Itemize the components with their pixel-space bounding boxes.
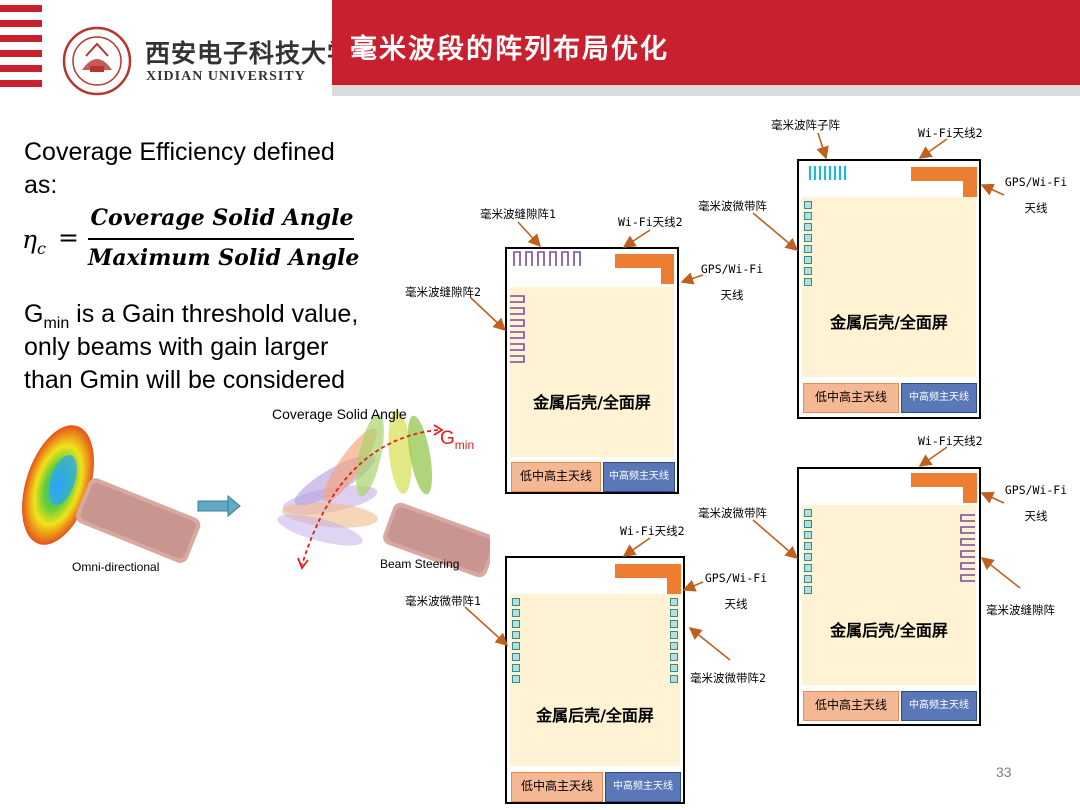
phone-d-body: 金属后壳/全面屏 [802, 505, 976, 685]
phone-a-wifi-bar [615, 254, 673, 268]
phone-b-microstrip-array [804, 201, 813, 289]
phone-c-low-antenna: 低中高主天线 [511, 772, 603, 802]
phone-d-low-antenna: 低中高主天线 [803, 691, 899, 721]
label-d-antenna: 天线 [1024, 509, 1048, 523]
slide-title: 毫米波段的阵列布局优化 [350, 34, 669, 65]
label-slot-array-1: 毫米波缝隙阵1 [480, 207, 556, 221]
phone-c-microstrip-array-2 [670, 598, 679, 686]
phone-b-gps-bar [963, 167, 977, 197]
equation-numerator: Coverage Solid Angle [90, 205, 354, 231]
phone-b-body-label: 金属后壳/全面屏 [830, 313, 948, 332]
phone-c-wifi-bar [615, 564, 681, 578]
phone-a-body-label: 金属后壳/全面屏 [533, 393, 651, 412]
label-c-gps-wifi: GPS/Wi-Fi [704, 571, 768, 585]
phone-d-body-label: 金属后壳/全面屏 [830, 621, 948, 640]
phone-b-wifi-bar [911, 167, 977, 181]
gmin-definition-line-1: Gmin is a Gain threshold value, [24, 300, 359, 332]
phone-b-mid-antenna: 中高频主天线 [901, 383, 977, 413]
phone-c-mid-antenna: 中高频主天线 [605, 772, 681, 802]
label-d-slot-array: 毫米波缝隙阵 [986, 603, 1055, 617]
label-d-gps-wifi: GPS/Wi-Fi [1004, 483, 1068, 497]
university-seal-logo [62, 26, 132, 96]
equation-denominator: Maximum Solid Angle [88, 245, 360, 271]
university-name-cn: 西安电子科技大学 [145, 39, 354, 68]
equation-equals: = [58, 223, 79, 252]
phone-d-microstrip-array [804, 509, 813, 597]
phone-c-body: 金属后壳/全面屏 [510, 594, 680, 766]
page-number: 33 [996, 764, 1012, 780]
omni-directional-label: Omni-directional [72, 560, 160, 574]
phone-d-mid-antenna: 中高频主天线 [901, 691, 977, 721]
phone-c-body-label: 金属后壳/全面屏 [536, 706, 654, 725]
phone-a-mid-antenna: 中高频主天线 [603, 462, 675, 492]
fraction-line [88, 238, 354, 240]
label-d-wifi2: Wi-Fi天线2 [918, 434, 983, 448]
phone-a-gps-bar [661, 254, 674, 284]
gmin-definition-line-2: only beams with gain larger [24, 333, 329, 361]
gmin-definition-line-3: than Gmin will be considered [24, 366, 345, 394]
phone-layout-b: 金属后壳/全面屏 低中高主天线 中高频主天线 [797, 159, 981, 419]
beam-steering-label: Beam Steering [380, 557, 460, 571]
header-stripes [0, 0, 42, 96]
phone-layout-d: 金属后壳/全面屏 低中高主天线 中高频主天线 [797, 467, 981, 726]
label-c-wifi2: Wi-Fi天线2 [620, 524, 685, 538]
label-a-wifi2: Wi-Fi天线2 [618, 215, 683, 229]
label-b-gps-wifi: GPS/Wi-Fi [1004, 175, 1068, 189]
intro-line-2: as: [24, 171, 58, 199]
phone-c-microstrip-array-1 [512, 598, 521, 686]
label-b-microstrip-array: 毫米波微带阵 [698, 199, 767, 213]
phone-a-low-antenna: 低中高主天线 [511, 462, 601, 492]
label-slot-array-2: 毫米波缝隙阵2 [405, 285, 481, 299]
label-d-microstrip-array: 毫米波微带阵 [698, 506, 767, 520]
label-a-antenna: 天线 [720, 288, 744, 302]
title-bar [332, 0, 1080, 85]
phone-c-gps-bar [667, 564, 681, 594]
radiation-pattern-figure [22, 410, 490, 578]
phone-d-wifi-bar [911, 473, 977, 487]
label-a-gps-wifi: GPS/Wi-Fi [700, 262, 764, 276]
intro-line-1: Coverage Efficiency defined [24, 138, 335, 166]
label-b-wifi2: Wi-Fi天线2 [918, 126, 983, 140]
label-microstrip-array-1: 毫米波微带阵1 [405, 594, 481, 608]
phone-d-gps-bar [963, 473, 977, 503]
phone-layout-c: 金属后壳/全面屏 低中高主天线 中高频主天线 [505, 556, 685, 804]
phone-b-low-antenna: 低中高主天线 [803, 383, 899, 413]
coverage-solid-angle-label: Coverage Solid Angle [272, 406, 407, 422]
equation-eta: ηc [22, 225, 46, 258]
phone-layout-a: 金属后壳/全面屏 低中高主天线 中高频主天线 [505, 247, 679, 494]
label-subarray: 毫米波阵子阵 [771, 118, 840, 132]
title-bar-shadow [332, 85, 1080, 96]
phone-a-body: 金属后壳/全面屏 [510, 287, 674, 457]
label-c-antenna: 天线 [724, 597, 748, 611]
phone-b-body: 金属后壳/全面屏 [802, 197, 976, 377]
gmin-label: Gmin [440, 428, 475, 452]
label-microstrip-array-2: 毫米波微带阵2 [690, 671, 766, 685]
university-name-en: XIDIAN UNIVERSITY [146, 69, 306, 84]
label-b-antenna: 天线 [1024, 201, 1048, 215]
